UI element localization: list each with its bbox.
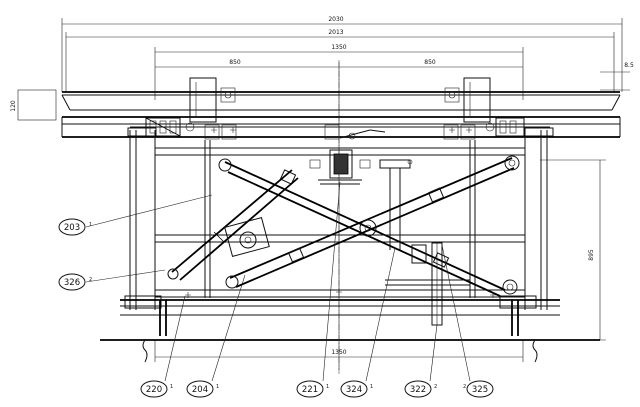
under-deck-frame (130, 124, 550, 298)
callout-326: 326 2 (58, 273, 92, 291)
dimension-label-deck-height: 120 (10, 100, 17, 112)
callout-322: 322 2 (404, 380, 437, 398)
callout-203: 203 1 (58, 218, 92, 236)
right-vertical-cylinder (385, 242, 470, 326)
dimension-label-edge-offset: 8.5 (624, 62, 634, 69)
svg-text:325: 325 (472, 385, 488, 395)
dimension-label-base-span: 1350 (331, 349, 346, 356)
dimension-label-inner: 2013 (328, 29, 343, 36)
scissor-center-pivot (359, 219, 377, 237)
svg-text:203: 203 (64, 223, 80, 233)
callout-220: 220 1 (140, 380, 173, 398)
left-drive-box (189, 77, 236, 123)
dimension-deck-height: 120 (10, 89, 57, 121)
dimension-label-half-right: 850 (424, 59, 436, 66)
svg-text:2: 2 (463, 384, 466, 390)
left-top-mechanism (145, 117, 195, 137)
svg-text:1: 1 (326, 384, 329, 390)
svg-text:324: 324 (346, 385, 362, 395)
svg-text:1: 1 (89, 222, 92, 228)
callout-leaders (85, 181, 471, 382)
dimension-label-center-span: 1350 (331, 44, 346, 51)
right-top-mechanism (485, 117, 525, 137)
callout-325: 325 2 (463, 380, 494, 398)
callout-221: 221 1 (296, 380, 329, 398)
svg-text:221: 221 (302, 385, 318, 395)
fastener-marks (185, 127, 496, 298)
svg-text:1: 1 (170, 384, 173, 390)
dimension-edge-offset: 8.5 (600, 62, 634, 91)
dimension-label-overall: 2030 (328, 16, 343, 23)
dimension-lift-height: 895 (540, 159, 606, 341)
svg-text:2: 2 (89, 277, 92, 283)
dimension-inner-width: 2013 (65, 29, 615, 92)
base-frame (100, 295, 600, 341)
svg-text:204: 204 (192, 385, 208, 395)
svg-text:2: 2 (434, 384, 437, 390)
svg-text:1: 1 (370, 384, 373, 390)
svg-text:1: 1 (216, 384, 219, 390)
svg-text:326: 326 (64, 278, 80, 288)
scissor-arm-upper (218, 158, 518, 297)
anchor-bolts (142, 300, 538, 363)
dimension-label-lift-height: 895 (588, 249, 595, 261)
bracket-324 (379, 159, 413, 250)
center-cylinder-assembly (309, 129, 386, 185)
hydraulic-cylinder (167, 169, 299, 281)
svg-text:322: 322 (410, 385, 426, 395)
support-columns (127, 127, 554, 310)
callout-204: 204 1 (186, 380, 219, 398)
scissor-arm-lower (225, 155, 520, 289)
dimension-label-half-left: 850 (229, 59, 241, 66)
callout-324: 324 1 (340, 380, 373, 398)
dimension-overall-width: 2030 (61, 16, 623, 92)
right-drive-box (444, 77, 491, 123)
svg-text:220: 220 (146, 385, 162, 395)
